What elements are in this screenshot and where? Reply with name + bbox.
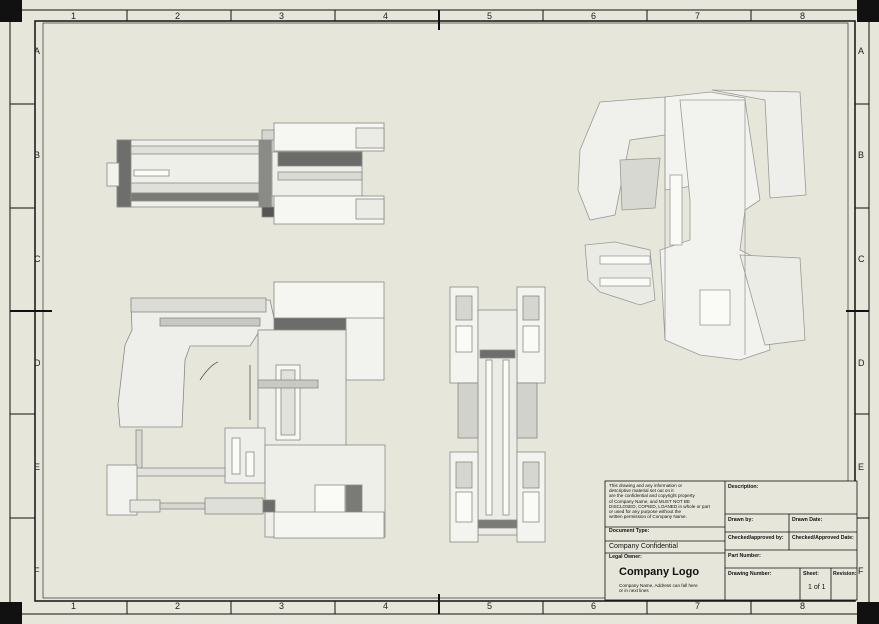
drawn-by-label: Drawn by:	[728, 517, 754, 523]
zone-row-b-right: B	[858, 150, 865, 160]
zone-col-2: 2	[175, 11, 181, 21]
confidentiality-value: Company Confidential	[609, 543, 678, 550]
notice-line: are the confidential and copyright prope…	[609, 493, 695, 499]
notice-line: DISCLOSED, COPIED, LOANED in whole or pa…	[609, 503, 710, 509]
legal-owner-label: Legal Owner:	[609, 554, 642, 560]
side-view	[449, 286, 546, 543]
zone-col-8-bottom: 8	[800, 601, 806, 611]
sheet-value: 1 of 1	[808, 584, 826, 591]
front-view	[106, 281, 386, 539]
top-view	[106, 122, 385, 225]
sheet-label: Sheet:	[803, 571, 819, 577]
zone-row-c-right: C	[858, 254, 865, 264]
zone-col-1-bottom: 1	[71, 601, 77, 611]
notice-line: descriptive material set out on it	[609, 488, 674, 494]
part-number-label: Part Number:	[728, 553, 761, 559]
company-logo: Company Logo	[619, 566, 700, 578]
zone-row-e: E	[34, 462, 41, 472]
notice-line: written permission of Company Name.	[609, 514, 687, 520]
checked-by-label: Checked/approved by:	[728, 535, 784, 541]
zone-col-3-bottom: 3	[279, 601, 285, 611]
zone-col-5-bottom: 5	[487, 601, 493, 611]
drawing-number-label: Drawing Number:	[728, 571, 772, 577]
notice-line: or used for any purpose without the	[609, 509, 682, 515]
drawn-date-label: Drawn Date:	[792, 517, 823, 523]
description-label: Description:	[728, 484, 759, 490]
zone-col-4-bottom: 4	[383, 601, 389, 611]
address-line: or in next lines	[619, 588, 649, 594]
revision-label: Revision:	[833, 571, 857, 577]
confidential-notice: This drawing and any information or desc…	[609, 483, 723, 519]
zone-row-f: F	[34, 566, 40, 576]
zone-row-a: A	[34, 46, 41, 56]
zone-col-7-bottom: 7	[695, 601, 701, 611]
zone-row-f-right: F	[858, 566, 864, 576]
zone-col-4: 4	[383, 11, 389, 21]
notice-line: This drawing and any information or	[609, 483, 683, 488]
zone-col-6: 6	[591, 11, 597, 21]
checked-date-label: Checked/Approved Date:	[792, 535, 854, 541]
isometric-view	[577, 89, 807, 361]
notice-line: of Company Name, and MUST NOT BE	[609, 498, 691, 504]
zone-row-d-right: D	[858, 358, 865, 368]
zone-col-2-bottom: 2	[175, 601, 181, 611]
company-address: Company Name, Address can fall here or i…	[619, 583, 719, 593]
zone-row-e-right: E	[858, 462, 865, 472]
zone-col-8: 8	[800, 11, 806, 21]
zone-row-d: D	[34, 358, 41, 368]
zone-col-5: 5	[487, 11, 493, 21]
address-line: Company Name, Address can fall here	[619, 583, 698, 588]
zone-col-6-bottom: 6	[591, 601, 597, 611]
zone-col-7: 7	[695, 11, 701, 21]
zone-row-a-right: A	[858, 46, 865, 56]
zone-row-c: C	[34, 254, 41, 264]
document-type-label: Document Type:	[609, 528, 650, 534]
zone-col-3: 3	[279, 11, 285, 21]
zone-col-1: 1	[71, 11, 77, 21]
zone-row-b: B	[34, 150, 41, 160]
